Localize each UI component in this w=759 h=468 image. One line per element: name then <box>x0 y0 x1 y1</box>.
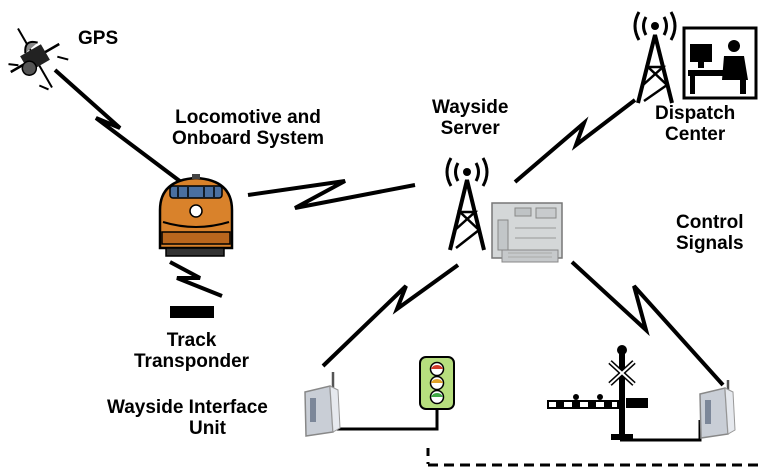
label-gps: GPS <box>78 28 119 49</box>
label-wayside-interface-unit: Wayside Interface Unit <box>107 397 268 439</box>
link-server-dispatch <box>513 98 637 184</box>
label-control-signals: Control Signals <box>676 212 744 254</box>
label-track-transponder: Track Transponder <box>134 330 250 372</box>
link-gps-locomotive <box>53 68 187 187</box>
label-wayside-server: Wayside Server <box>432 97 509 139</box>
dispatcher-workstation-icon <box>682 26 758 100</box>
traffic-signal-icon <box>419 356 455 410</box>
link-server-wiu-left <box>321 263 460 368</box>
wireless-router-icon <box>699 380 736 439</box>
label-dispatch-center: Dispatch Center <box>655 103 736 145</box>
link-locomotive-transponder <box>169 260 223 298</box>
wired-links <box>320 408 702 442</box>
link-locomotive-server <box>247 179 416 210</box>
dispatch-tower-icon <box>633 11 677 104</box>
satellite-icon <box>8 28 69 91</box>
locomotive-icon <box>158 174 234 257</box>
label-locomotive: Locomotive and Onboard System <box>172 107 325 149</box>
track-transponder-icon <box>170 306 214 318</box>
railroad-crossing-gate-icon <box>547 345 648 440</box>
server-cabinet-icon <box>491 202 563 263</box>
link-server-wiu-right <box>570 260 725 387</box>
radio-tower-icon <box>445 157 489 251</box>
wireless-router-icon <box>304 372 341 437</box>
